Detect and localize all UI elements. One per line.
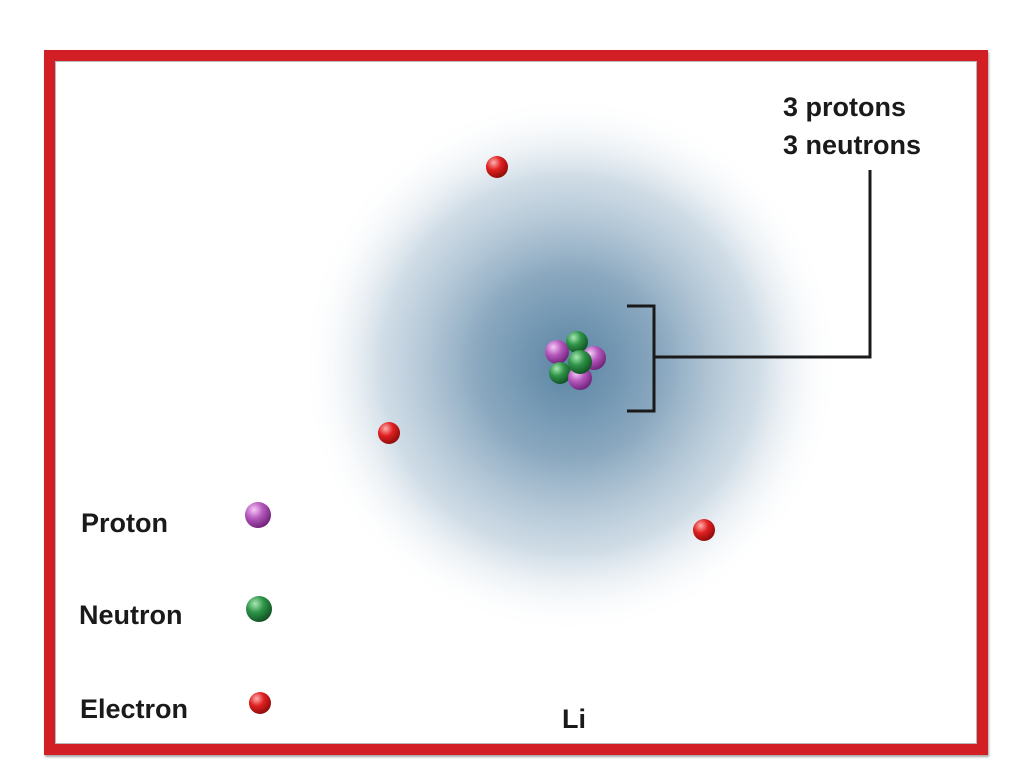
nucleus-bracket xyxy=(627,170,872,413)
legend-electron-label: Electron xyxy=(80,694,189,724)
electron xyxy=(693,519,715,541)
nucleus-label-protons: 3 protons xyxy=(783,92,907,122)
nucleus-neutron xyxy=(566,331,588,353)
electron xyxy=(486,156,508,178)
legend-proton-symbol xyxy=(245,502,271,528)
nucleus-neutron xyxy=(549,362,571,384)
legend-proton-label: Proton xyxy=(81,508,168,538)
nucleus-label-neutrons: 3 neutrons xyxy=(783,130,922,160)
frame-inner-border xyxy=(55,61,977,744)
nucleus xyxy=(545,331,606,390)
legend-electron-symbol xyxy=(249,692,271,714)
nucleus-proton xyxy=(545,340,569,364)
leader-line xyxy=(654,170,872,359)
element-symbol: Li xyxy=(562,704,586,734)
legend-neutron-label: Neutron xyxy=(79,600,183,630)
legend-neutron-symbol xyxy=(246,596,272,622)
nucleus-neutron xyxy=(568,350,592,374)
electron xyxy=(378,422,400,444)
